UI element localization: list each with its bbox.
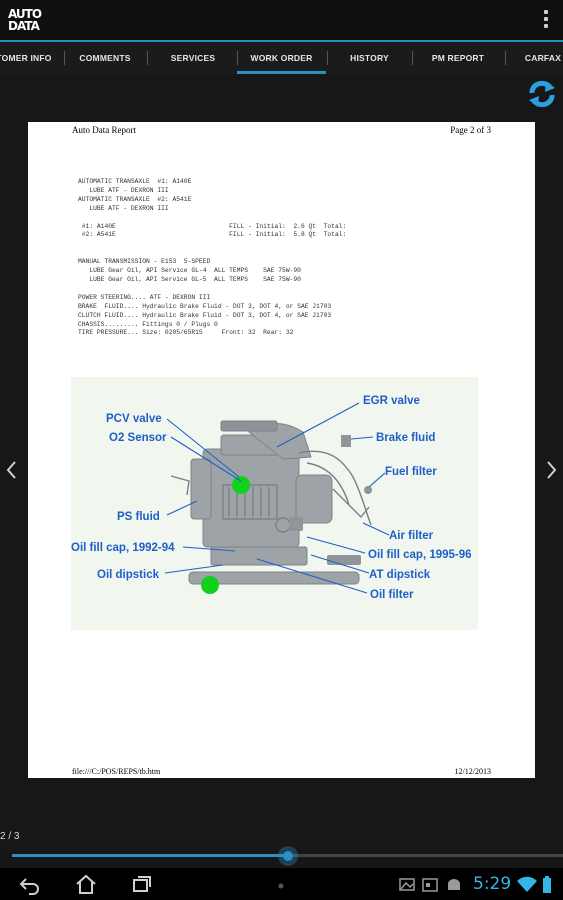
label-oil-fill-cap-1995: Oil fill cap, 1995-96: [368, 549, 472, 561]
calendar-notification-icon: [422, 878, 438, 892]
label-fuel-filter: Fuel filter: [385, 466, 437, 478]
label-pcv-valve: PCV valve: [106, 413, 162, 425]
android-notification-icon: [448, 879, 460, 890]
report-line: BRAKE FLUID.... Hydraulic Brake Fluid - …: [78, 302, 332, 310]
report-line: [78, 240, 518, 249]
label-egr-valve: EGR valve: [363, 395, 420, 407]
page-slider-thumb[interactable]: [277, 846, 298, 866]
report-line: CLUTCH FLUID.... Hydraulic Brake Fluid -…: [78, 311, 332, 319]
page-footer-path: file:///C:/POS/REPS/tb.htm: [72, 767, 161, 776]
report-line: [78, 214, 518, 223]
report-page: Auto Data Report Page 2 of 3 AUTOMATIC T…: [28, 122, 535, 778]
page-footer-date: 12/12/2013: [454, 767, 491, 776]
report-line: LUBE ATF - DEXRON III: [78, 204, 169, 212]
label-air-filter: Air filter: [389, 530, 434, 542]
status-clock: 5:29: [473, 874, 512, 894]
gallery-notification-icon: [399, 878, 415, 891]
tab-divider: [327, 51, 328, 65]
tab-carfax[interactable]: CARFAX: [524, 53, 562, 63]
label-brake-fluid: Brake fluid: [376, 432, 435, 444]
next-page-icon[interactable]: [545, 458, 559, 482]
report-line: AUTOMATIC TRANSAXLE #1: A140E: [78, 178, 192, 185]
system-navigation-bar: 5:29: [0, 868, 563, 900]
battery-icon: [543, 876, 551, 893]
report-line: TIRE PRESSURE... Size: 0205/65R15 Front:…: [78, 329, 294, 337]
page-indicator: 2 / 3: [0, 831, 20, 842]
label-oil-filter: Oil filter: [370, 589, 414, 601]
report-text: AUTOMATIC TRANSAXLE #1: A140E LUBE ATF -…: [78, 178, 518, 338]
page-slider-fill: [12, 854, 288, 857]
label-o2-sensor: O2 Sensor: [109, 432, 167, 444]
wifi-icon: [517, 876, 537, 892]
recent-apps-icon[interactable]: [130, 872, 154, 896]
label-oil-dipstick: Oil dipstick: [97, 569, 160, 581]
label-oil-fill-cap-1992: Oil fill cap, 1992-94: [71, 542, 175, 554]
tab-history[interactable]: HISTORY: [350, 53, 389, 63]
previous-page-icon[interactable]: [4, 458, 18, 482]
report-line: MANUAL TRANSMISSION - E153 5-SPEED: [78, 258, 211, 266]
engine-diagram: EGR valve PCV valve O2 Sensor Brake flui…: [71, 377, 478, 630]
page-header-title: Auto Data Report: [72, 125, 136, 135]
home-icon[interactable]: [74, 872, 98, 896]
tab-bar: TOMER INFO COMMENTS SERVICES WORK ORDER …: [0, 40, 563, 74]
tab-divider: [147, 51, 148, 65]
report-line: #1: A140E FILL - Initial: 2.6 Qt Total:: [78, 222, 347, 230]
report-line: CHASSIS......... Fittings 0 / Plugs 0: [78, 320, 218, 328]
report-line: LUBE Gear Oil, API Service GL-4 ALL TEMP…: [78, 267, 301, 275]
report-line: LUBE ATF - DEXRON III: [78, 186, 169, 194]
report-line: LUBE Gear Oil, API Service GL-5 ALL TEMP…: [78, 275, 301, 283]
page-header-number: Page 2 of 3: [450, 125, 491, 135]
tab-comments[interactable]: COMMENTS: [79, 53, 131, 63]
tab-divider: [237, 51, 238, 65]
tab-divider: [412, 51, 413, 65]
tab-customer-info[interactable]: TOMER INFO: [0, 53, 52, 63]
back-icon[interactable]: [18, 872, 42, 896]
report-line: [78, 249, 518, 258]
tab-work-order[interactable]: WORK ORDER: [237, 42, 326, 74]
report-line: AUTOMATIC TRANSAXLE #2: A541E: [78, 195, 192, 203]
refresh-icon[interactable]: [527, 80, 557, 108]
tab-pm-report[interactable]: PM REPORT: [431, 53, 485, 63]
action-bar: AUTO DATA: [0, 0, 563, 40]
report-line: #2: A541E FILL - Initial: 5.8 Qt Total:: [78, 231, 347, 239]
label-ps-fluid: PS fluid: [117, 511, 160, 523]
menu-dot-icon: [278, 883, 284, 889]
app-logo: AUTO DATA: [8, 7, 42, 33]
tab-services[interactable]: SERVICES: [170, 53, 216, 63]
tab-divider: [505, 51, 506, 65]
tab-divider: [64, 51, 65, 65]
report-line: POWER STEERING.... ATF - DEXRON III: [78, 293, 211, 301]
label-at-dipstick: AT dipstick: [369, 569, 431, 581]
report-line: [78, 285, 518, 294]
overflow-menu-icon[interactable]: [543, 10, 549, 30]
